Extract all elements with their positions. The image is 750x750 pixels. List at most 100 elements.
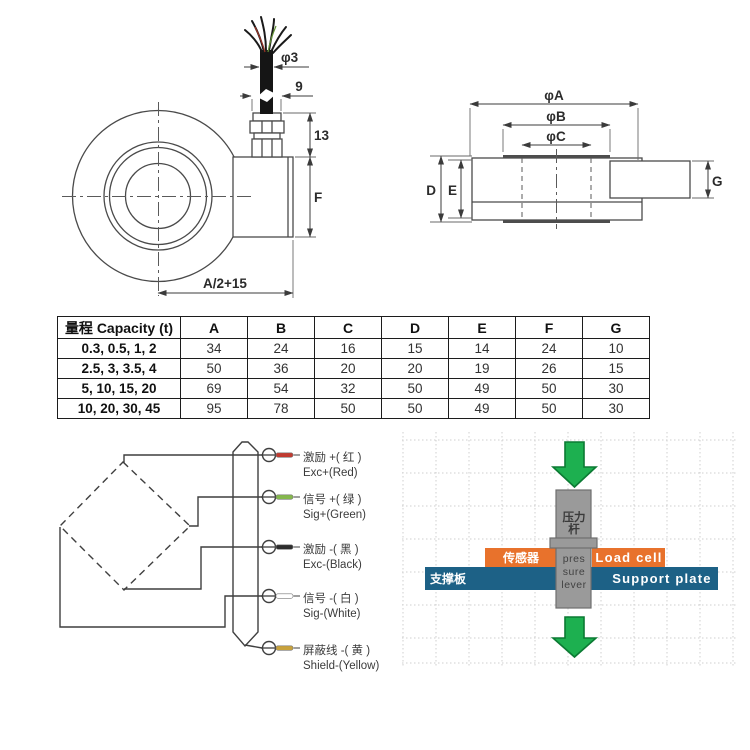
dim-value-cell: 30 xyxy=(582,398,650,419)
wire-label-cn: 激励 +( 红 ) xyxy=(303,450,362,464)
wire-label-en: Sig-(White) xyxy=(303,608,361,620)
pressure-rod-column xyxy=(555,489,592,609)
dim-value-cell: 15 xyxy=(582,358,650,379)
dim-column-header: G xyxy=(582,316,650,339)
support-plate-label-cn: 支撑板 xyxy=(429,571,467,586)
dim-value-cell: 95 xyxy=(180,398,248,419)
cable-gland xyxy=(249,112,285,158)
dim-value-cell: 50 xyxy=(180,358,248,379)
installation-diagram: 压力 杆 传感器 Load cell 支撑板 Support plate pre… xyxy=(402,432,736,666)
capacity-cell: 0.3, 0.5, 1, 2 xyxy=(57,338,181,359)
wire-label-en: Exc+(Red) xyxy=(303,467,358,479)
dim-value-cell: 14 xyxy=(448,338,516,359)
front-view-drawing: φ3 9 13 F A/2+15 xyxy=(62,16,330,298)
dim-body-height: E xyxy=(448,183,457,198)
dim-gland-height: 13 xyxy=(314,128,330,143)
wire-label-cn: 屏蔽线 -( 黄 ) xyxy=(303,643,370,657)
wire-lead-sig-minus: 信号 -( 白 ) Sig-(White) xyxy=(261,588,361,620)
support-plate-label-en: Support plate xyxy=(612,571,711,586)
dim-value-cell: 49 xyxy=(448,378,516,399)
load-cell-label-en: Load cell xyxy=(595,550,662,565)
dim-value-cell: 15 xyxy=(381,338,449,359)
capacity-column-header: 量程 Capacity (t) xyxy=(57,316,181,339)
dim-value-cell: 30 xyxy=(582,378,650,399)
dim-value-cell: 54 xyxy=(247,378,315,399)
cable xyxy=(244,16,292,114)
wire-label-cn: 信号 -( 白 ) xyxy=(303,591,359,605)
center-lines xyxy=(62,102,253,296)
dim-value-cell: 10 xyxy=(582,338,650,359)
dim-value-cell: 50 xyxy=(381,378,449,399)
wire-lead-shield: 屏蔽线 -( 黄 ) Shield-(Yellow) xyxy=(261,640,379,672)
dim-center-to-housing: A/2+15 xyxy=(203,276,247,291)
bottom-boss xyxy=(503,219,610,223)
dim-column-header: C xyxy=(314,316,382,339)
section-dimensions: φA φB φC D E G xyxy=(426,88,723,223)
capacity-cell: 5, 10, 15, 20 xyxy=(57,378,181,399)
dim-value-cell: 34 xyxy=(180,338,248,359)
wire-lead-exc-minus: 激励 -( 黑 ) Exc-(Black) xyxy=(261,539,362,571)
load-cell-bar-left xyxy=(485,548,556,567)
pressure-lever-label-line3: lever xyxy=(561,579,586,591)
dim-housing-height: F xyxy=(314,190,322,205)
wire-label-en: Sig+(Green) xyxy=(303,509,366,521)
capacity-cell: 10, 20, 30, 45 xyxy=(57,398,181,419)
dim-value-cell: 69 xyxy=(180,378,248,399)
wire-stub xyxy=(275,544,294,550)
dim-value-cell: 32 xyxy=(314,378,382,399)
connector-housing-section xyxy=(609,160,691,199)
wire-label-en: Exc-(Black) xyxy=(303,559,362,571)
pressure-rod-label-line2: 杆 xyxy=(568,522,580,536)
wire-stub xyxy=(275,593,294,599)
wire-label-cn: 信号 +( 绿 ) xyxy=(303,492,362,506)
wire-stub xyxy=(275,645,294,651)
wiring-diagram: 激励 +( 红 ) Exc+(Red) 信号 +( 绿 ) Sig+(Green… xyxy=(59,441,379,672)
strain-gauge-bridge xyxy=(59,461,192,591)
dim-cable-diameter: φ3 xyxy=(281,50,299,65)
sensor-label-cn: 传感器 xyxy=(502,550,540,565)
cable-break-mark xyxy=(257,89,276,102)
wire-stub xyxy=(275,452,294,458)
capacity-cell: 2.5, 3, 3.5, 4 xyxy=(57,358,181,379)
dim-value-cell: 49 xyxy=(448,398,516,419)
dim-value-cell: 19 xyxy=(448,358,516,379)
dim-value-cell: 20 xyxy=(314,358,382,379)
dim-column-header: B xyxy=(247,316,315,339)
dim-value-cell: 20 xyxy=(381,358,449,379)
force-arrow-down-bottom xyxy=(550,616,599,659)
dim-column-header: D xyxy=(381,316,449,339)
dim-value-cell: 16 xyxy=(314,338,382,359)
dim-column-header: F xyxy=(515,316,583,339)
wire-lead-sig-plus: 信号 +( 绿 ) Sig+(Green) xyxy=(261,489,366,521)
dim-value-cell: 50 xyxy=(515,378,583,399)
dim-value-cell: 24 xyxy=(515,338,583,359)
dim-value-cell: 50 xyxy=(515,398,583,419)
dim-value-cell: 78 xyxy=(247,398,315,419)
dim-value-cell: 50 xyxy=(314,398,382,419)
dim-housing-height-g: G xyxy=(712,174,723,189)
dim-column-header: A xyxy=(180,316,248,339)
load-cell-bar-right xyxy=(592,548,665,567)
wire-label-en: Shield-(Yellow) xyxy=(303,660,379,672)
dim-value-cell: 26 xyxy=(515,358,583,379)
pressure-lever-label-line1: pres xyxy=(563,553,585,565)
dim-cable-entry-width: 9 xyxy=(295,79,303,94)
wire-label-cn: 激励 -( 黑 ) xyxy=(303,542,359,556)
wire-stub xyxy=(275,494,294,500)
dim-value-cell: 24 xyxy=(247,338,315,359)
section-center-lines xyxy=(521,149,592,229)
cable-sheath xyxy=(232,441,259,648)
dim-column-header: E xyxy=(448,316,516,339)
cable-wire-strands xyxy=(244,16,292,54)
dim-total-height: D xyxy=(426,183,436,198)
section-view-drawing: φA φB φC D E G xyxy=(426,88,723,229)
dim-value-cell: 36 xyxy=(247,358,315,379)
dim-outer-diameter: φA xyxy=(544,88,564,103)
